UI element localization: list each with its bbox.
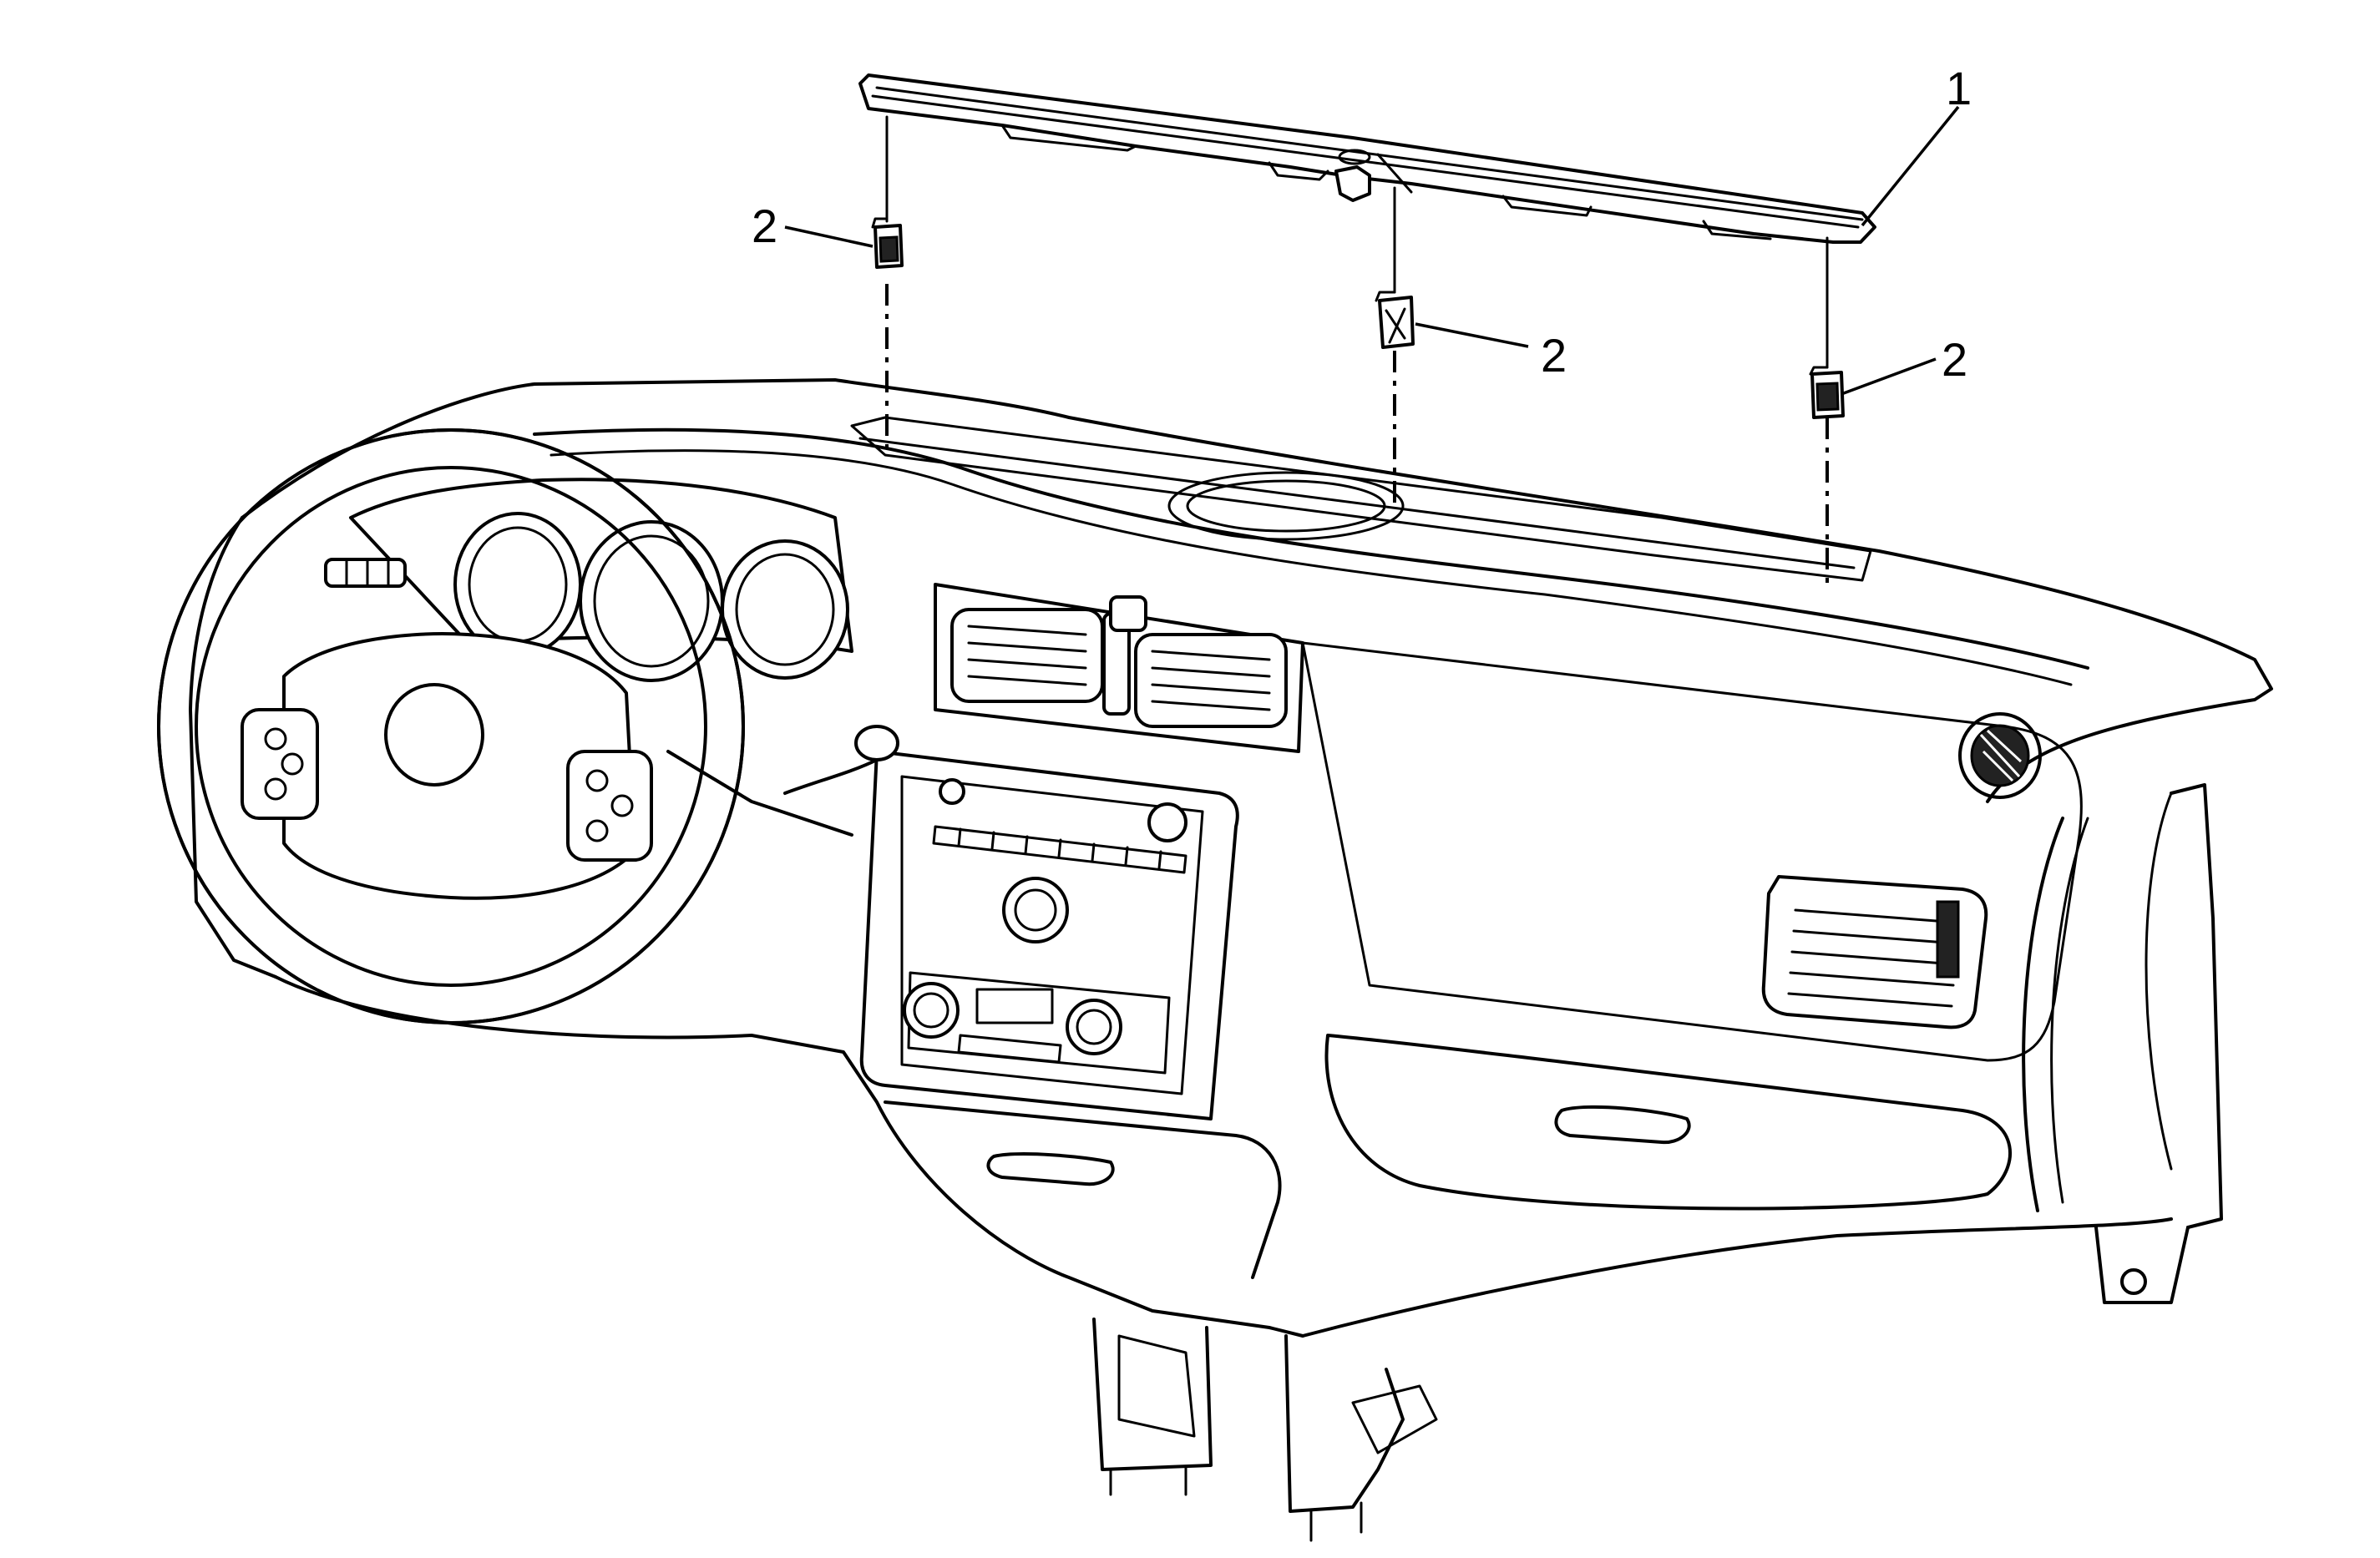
callout-2-center: 2 bbox=[1541, 329, 1567, 382]
center-air-vent-right bbox=[1134, 633, 1288, 728]
steering-wheel bbox=[157, 428, 899, 1024]
callout-1: 1 bbox=[1946, 62, 1972, 114]
upper-trim-panel bbox=[858, 73, 1876, 244]
passenger-air-vent bbox=[1761, 875, 1988, 1029]
steering-controls-right bbox=[566, 750, 653, 862]
callout-leaders bbox=[784, 105, 1960, 396]
retainer-clip-right bbox=[1809, 366, 1845, 419]
instrument-panel bbox=[189, 378, 2273, 1542]
steering-controls-left bbox=[241, 708, 319, 820]
center-air-vent-left bbox=[950, 608, 1104, 703]
callout-labels: 1 2 2 2 bbox=[752, 62, 1972, 386]
retainer-clip-left bbox=[871, 217, 904, 269]
lower-support-brackets bbox=[1092, 1318, 1438, 1542]
callout-2-right: 2 bbox=[1942, 333, 1967, 386]
retainer-clip-center bbox=[1375, 291, 1415, 349]
callout-2-left: 2 bbox=[752, 200, 777, 252]
radio-hvac-bezel bbox=[859, 750, 1239, 1120]
